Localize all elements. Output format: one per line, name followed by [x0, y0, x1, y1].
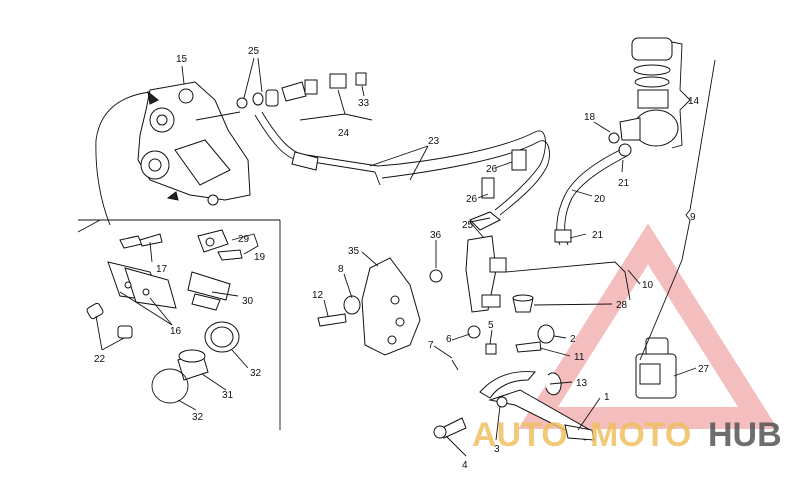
label-10: 10: [642, 280, 654, 291]
label-20: 20: [594, 194, 606, 205]
label-5: 5: [488, 320, 494, 331]
brake-fluid-bottle: [635, 337, 677, 399]
label-12: 12: [312, 290, 324, 301]
label-24: 24: [338, 128, 350, 139]
label-26-a: 26: [486, 164, 498, 175]
misc-hardware: [451, 294, 555, 371]
inset-frame: [77, 219, 281, 430]
label-7: 7: [428, 340, 434, 351]
label-17: 17: [156, 264, 168, 275]
label-14: 14: [688, 96, 700, 107]
label-31: 31: [222, 390, 234, 401]
watermark-hub: HUB: [708, 416, 782, 454]
brake-caliper: [95, 81, 251, 226]
leader-lines: [95, 41, 716, 457]
label-23: 23: [428, 136, 440, 147]
part-labels: 15 25 33 24 23 26 26 25 18 14 21 20 9 21…: [94, 46, 710, 471]
watermark-moto: MOTO: [590, 416, 691, 454]
label-27: 27: [698, 364, 710, 375]
label-33: 33: [358, 98, 370, 109]
label-30: 30: [242, 296, 254, 307]
label-32-right: 32: [250, 368, 262, 379]
brake-pump: [465, 149, 631, 355]
label-16: 16: [170, 326, 182, 337]
label-25-mid: 25: [462, 220, 474, 231]
label-21-top: 21: [618, 178, 630, 189]
label-1: 1: [604, 392, 610, 403]
label-26-b: 26: [466, 194, 478, 205]
label-36: 36: [430, 230, 442, 241]
label-19: 19: [254, 252, 266, 263]
label-2: 2: [570, 334, 576, 345]
label-13: 13: [576, 378, 588, 389]
label-4: 4: [462, 460, 468, 471]
label-8: 8: [338, 264, 344, 275]
label-9: 9: [690, 212, 696, 223]
label-22: 22: [94, 354, 106, 365]
label-11: 11: [574, 352, 585, 363]
label-32-bottom: 32: [192, 412, 204, 423]
watermark-logo: [518, 223, 778, 429]
inset-parts: [86, 229, 243, 404]
label-28: 28: [616, 300, 628, 311]
master-cylinder-reservoir: [554, 37, 679, 246]
brake-pedal: [433, 371, 595, 441]
label-3: 3: [494, 444, 500, 455]
label-15: 15: [176, 54, 188, 65]
watermark-auto: AUTO: [472, 416, 568, 454]
label-29: 29: [238, 234, 250, 245]
label-21-mid: 21: [592, 230, 604, 241]
watermark-text: AUTO MOTO HUB: [472, 416, 782, 454]
label-6: 6: [446, 334, 452, 345]
rear-brake-hose: [236, 72, 550, 216]
label-25-top: 25: [248, 46, 260, 57]
label-18: 18: [584, 112, 596, 123]
label-35: 35: [348, 246, 360, 257]
mounting-bracket: [317, 257, 443, 356]
